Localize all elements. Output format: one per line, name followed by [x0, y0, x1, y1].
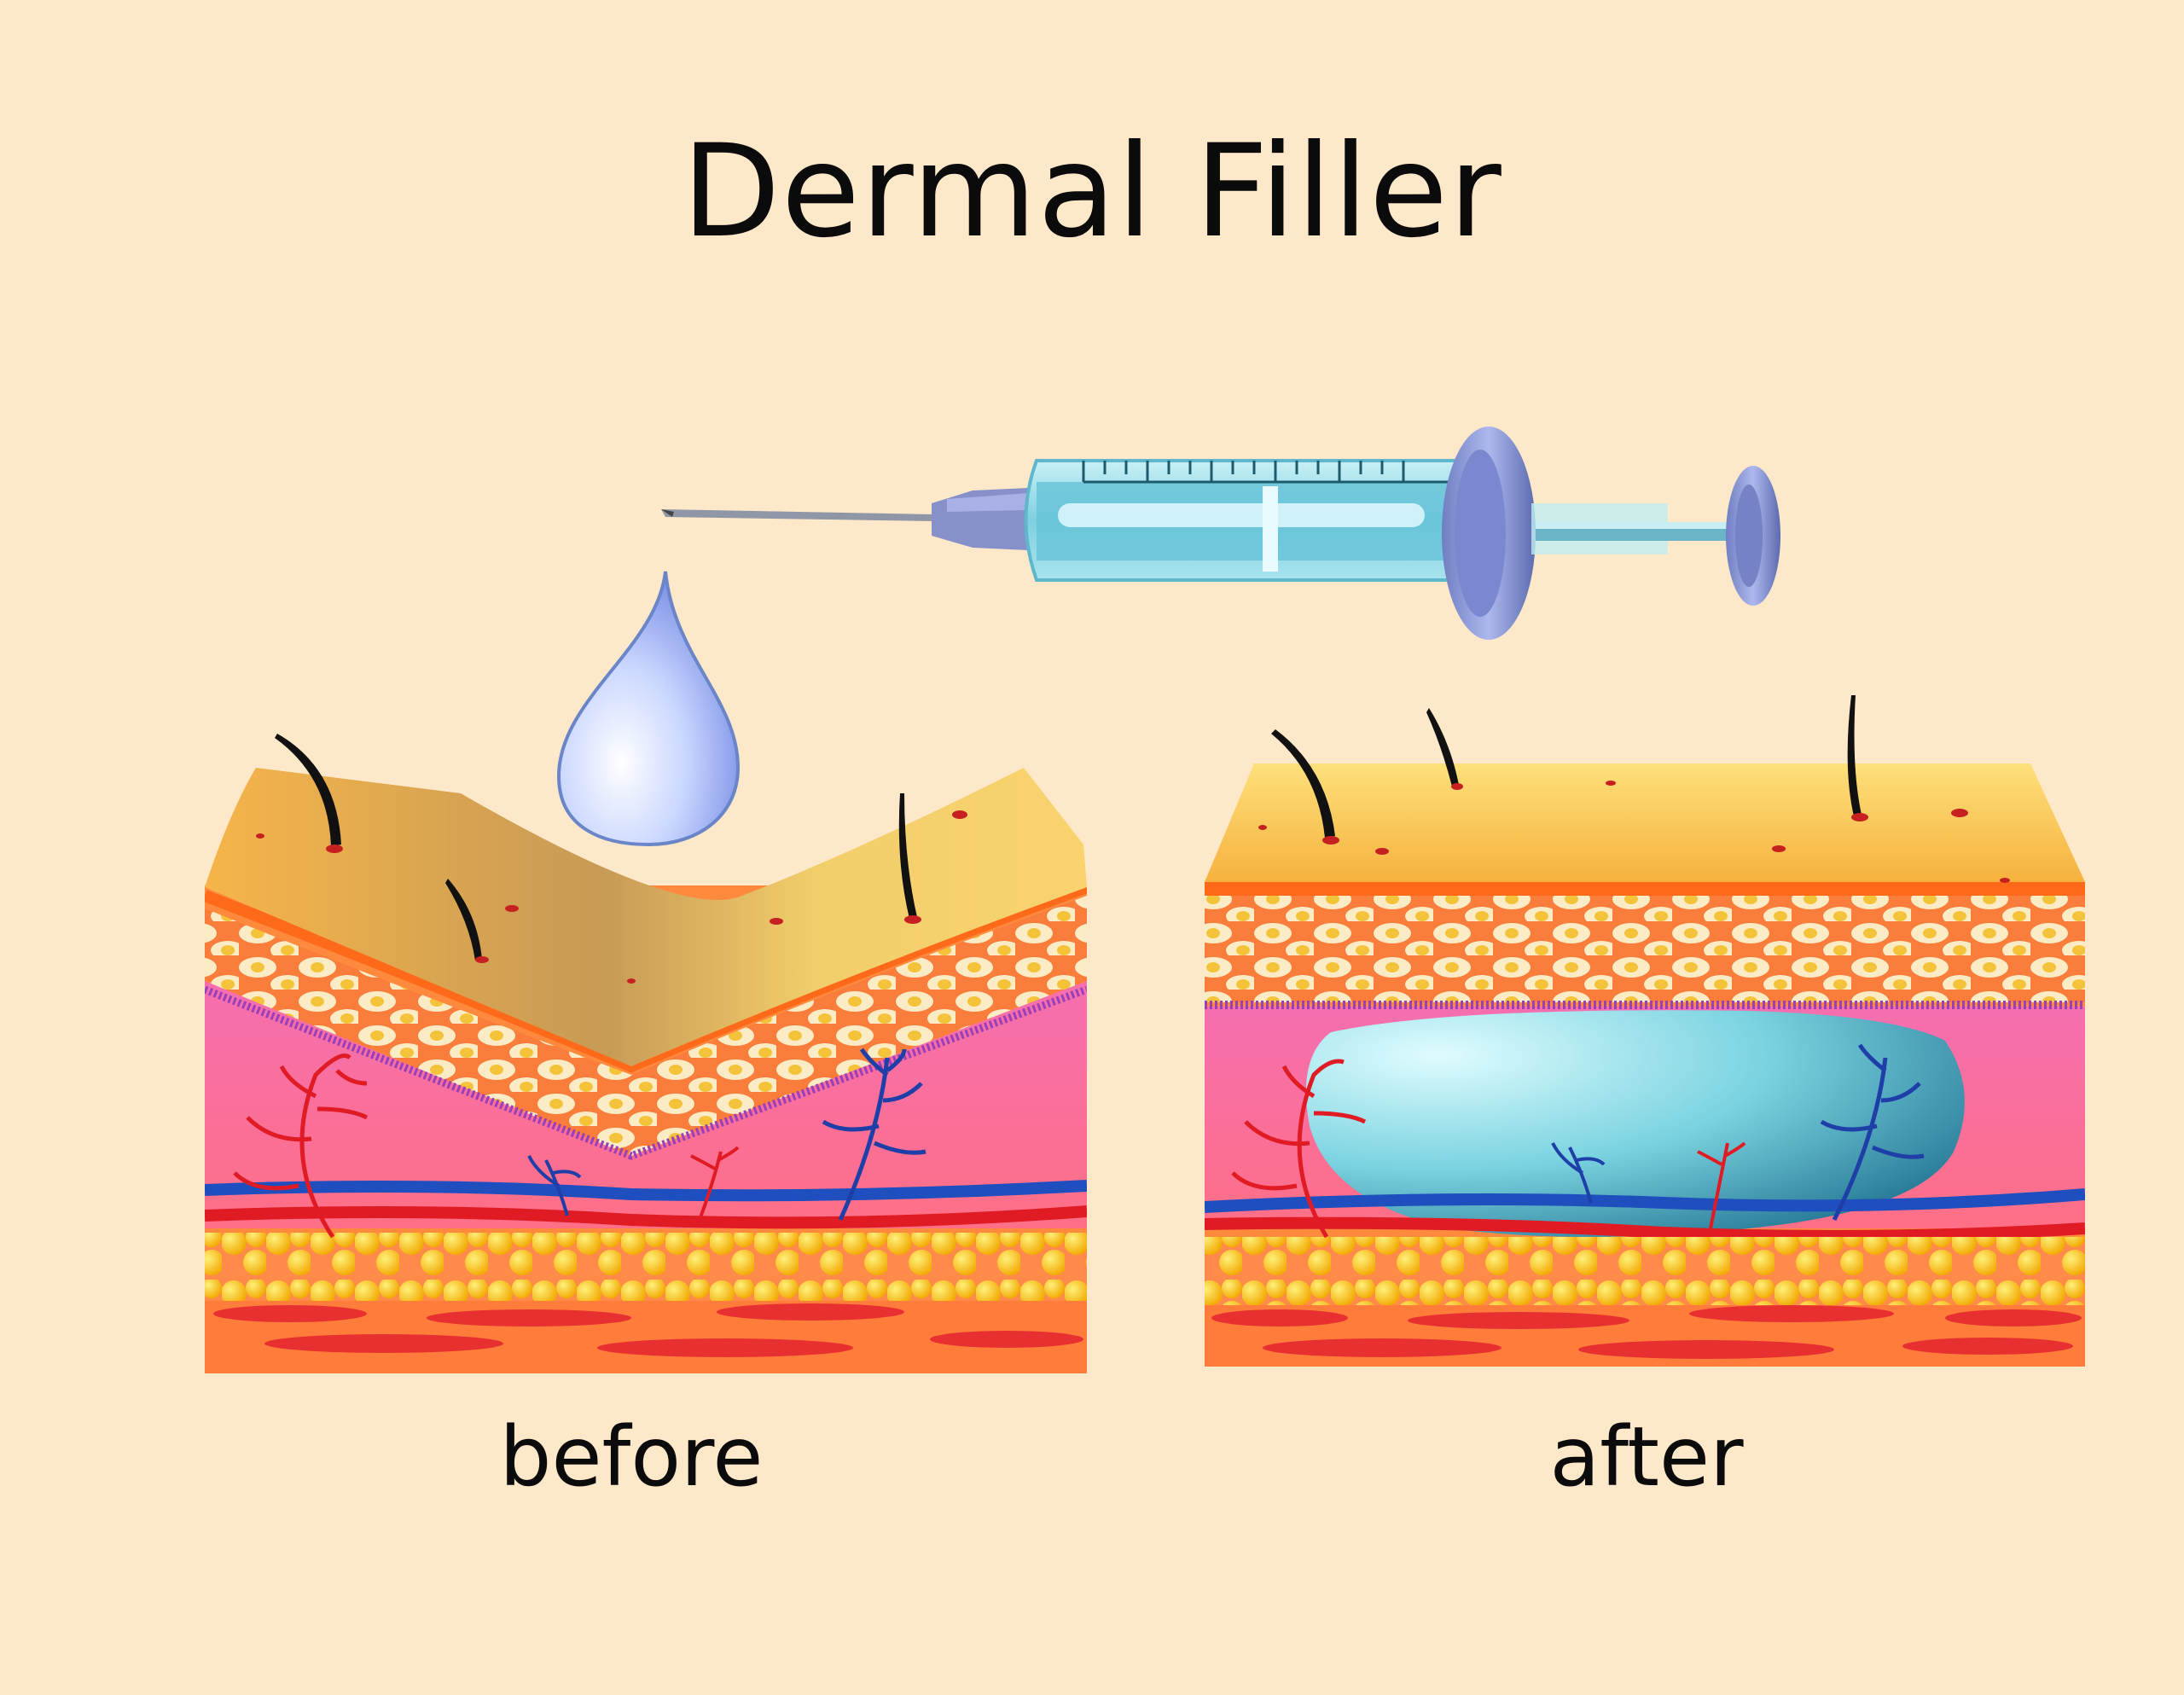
- syringe-icon: [661, 427, 1780, 640]
- after-label: after: [1549, 1409, 1744, 1505]
- hair-icon: [275, 734, 917, 961]
- skin-after-diagram: [1205, 695, 2085, 1367]
- skin-before-diagram: [205, 734, 1087, 1373]
- before-label: before: [499, 1409, 764, 1505]
- page-title: Dermal Filler: [682, 118, 1502, 266]
- water-drop-icon: [556, 571, 741, 847]
